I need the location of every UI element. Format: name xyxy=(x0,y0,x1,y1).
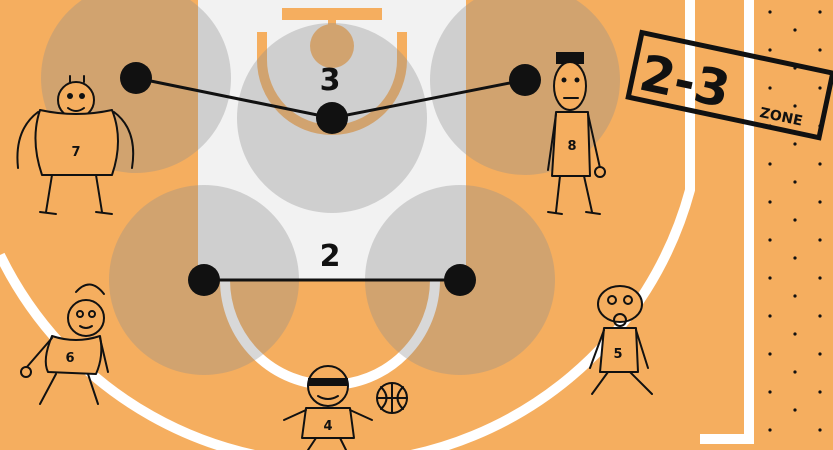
bottom-row-label: 2 xyxy=(320,239,341,274)
position-marker xyxy=(509,64,541,96)
position-marker xyxy=(188,264,220,296)
baseline-corner xyxy=(700,434,754,444)
player-5-number: 5 xyxy=(613,347,622,362)
player-4-number: 4 xyxy=(323,419,332,434)
player-8-number: 8 xyxy=(567,139,576,154)
player-6-number: 6 xyxy=(65,351,74,366)
position-marker xyxy=(120,62,152,94)
top-row-label: 3 xyxy=(320,63,341,98)
player-7-number: 7 xyxy=(71,145,80,160)
basketball-icon xyxy=(377,383,407,413)
position-marker xyxy=(444,264,476,296)
position-marker xyxy=(316,102,348,134)
sideline xyxy=(744,0,754,440)
backboard xyxy=(282,8,382,20)
